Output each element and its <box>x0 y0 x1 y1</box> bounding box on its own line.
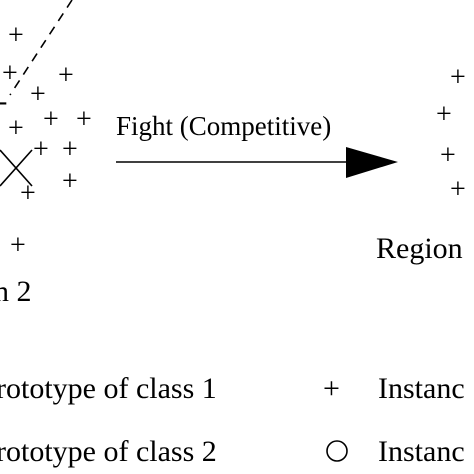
instance-plus-mark: + <box>450 174 466 205</box>
instance-plus-mark: + <box>450 62 466 93</box>
instance-plus-mark: + <box>58 60 74 91</box>
instance-plus-mark: + <box>436 99 452 130</box>
instance-plus-mark: + <box>43 104 59 135</box>
dashed-boundary-line <box>9 0 73 96</box>
legend-plus-symbol: + <box>323 372 340 405</box>
instance-plus-mark: + <box>8 113 24 144</box>
instance-plus-mark: + <box>62 134 78 165</box>
right-region-instances: + + + + <box>436 62 466 205</box>
instance-plus-mark: + <box>76 104 92 135</box>
prototype-class-1-mark <box>0 149 33 187</box>
legend-circle-icon <box>326 440 348 462</box>
instance-plus-mark: + <box>20 178 36 209</box>
legend-prototype-class-2-label: rototype of class 2 <box>0 435 217 468</box>
instance-plus-mark: + <box>8 20 24 51</box>
instance-plus-mark: + <box>33 134 49 165</box>
instance-plus-mark: + <box>440 140 456 171</box>
right-region-label: Region <box>376 232 463 265</box>
instance-minus-mark: - <box>0 86 7 117</box>
legend-prototype-class-1-label: rototype of class 1 <box>0 372 217 405</box>
left-region-label: n 2 <box>0 275 32 308</box>
instance-plus-mark: + <box>62 166 78 197</box>
legend-instance-plus-label: Instanc <box>378 372 465 405</box>
instance-plus-mark: + <box>30 79 46 110</box>
instance-plus-mark: + <box>10 230 26 261</box>
arrow-label: Fight (Competitive) <box>116 111 331 141</box>
arrow-head <box>346 147 398 178</box>
instance-plus-mark: + <box>2 58 18 89</box>
legend-instance-circle-label: Instanc <box>378 435 465 468</box>
left-region-instances: + + + + - + + + + + + + + <box>0 20 92 261</box>
